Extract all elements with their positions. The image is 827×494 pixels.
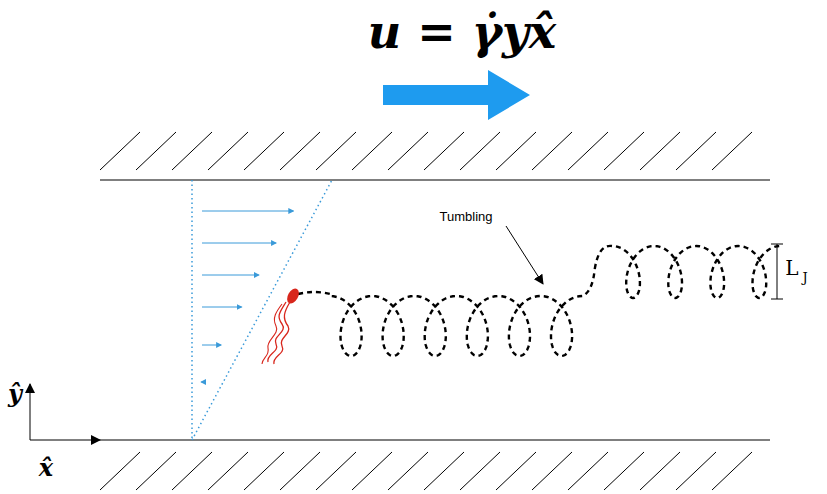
hatch-line xyxy=(352,452,392,490)
hatch-line xyxy=(100,132,140,170)
leader-arrow xyxy=(506,226,543,284)
hatch-line xyxy=(244,452,284,490)
hatch-line xyxy=(352,132,392,170)
hatch-line xyxy=(496,132,536,170)
velocity-arrow xyxy=(201,382,203,383)
hatch-line xyxy=(496,452,536,490)
hatch-line xyxy=(460,132,500,170)
axis-label: ŷ xyxy=(8,382,22,406)
axis-label: x̂ xyxy=(39,456,53,480)
hatch-line xyxy=(676,452,716,490)
hatch-line xyxy=(388,452,428,490)
hatch-line xyxy=(280,452,320,490)
hatch-line xyxy=(388,132,428,170)
axes xyxy=(30,384,100,440)
velocity-arrow xyxy=(202,275,259,276)
profile-axis xyxy=(191,180,193,440)
hatch-line xyxy=(532,452,572,490)
hatch-line xyxy=(568,132,608,170)
hatch-line xyxy=(172,452,212,490)
hatch-line xyxy=(244,132,284,170)
flow-equation: u = γ̇yx̂ xyxy=(368,9,557,55)
hatch-line xyxy=(568,452,608,490)
hatch-line xyxy=(640,132,680,170)
velocity-arrows xyxy=(201,211,293,382)
hatch-line xyxy=(136,452,176,490)
length-subscript: J xyxy=(802,271,807,284)
hatch-line xyxy=(676,132,716,170)
hatch-line xyxy=(532,132,572,170)
hatch-line xyxy=(712,132,752,170)
velocity-arrow xyxy=(202,345,221,346)
trajectory xyxy=(298,246,780,356)
hatch-line xyxy=(316,132,356,170)
hatch-line xyxy=(172,132,212,170)
hatch-line xyxy=(208,452,248,490)
hatch-line xyxy=(316,452,356,490)
hatch-line xyxy=(604,452,644,490)
hatch-line xyxy=(100,452,140,490)
hatch-line xyxy=(460,452,500,490)
hatch-line xyxy=(604,132,644,170)
hatch-line xyxy=(280,132,320,170)
hatch-line xyxy=(208,132,248,170)
hatch-line xyxy=(640,452,680,490)
hatch-line xyxy=(424,452,464,490)
velocity-arrow xyxy=(202,243,276,244)
length-symbol: L xyxy=(785,258,798,278)
wall-hatching xyxy=(100,132,752,490)
wall xyxy=(100,180,770,440)
hatch-line xyxy=(136,132,176,170)
velocity-profile xyxy=(192,180,332,440)
velocity-arrow xyxy=(202,211,293,212)
hatch-line xyxy=(424,132,464,170)
length-bar xyxy=(771,244,783,299)
hatch-line xyxy=(712,452,752,490)
flow-arrow xyxy=(383,70,530,120)
bacterium xyxy=(262,287,301,364)
annotation: Tumbling xyxy=(440,210,493,223)
velocity-arrow xyxy=(202,307,242,308)
